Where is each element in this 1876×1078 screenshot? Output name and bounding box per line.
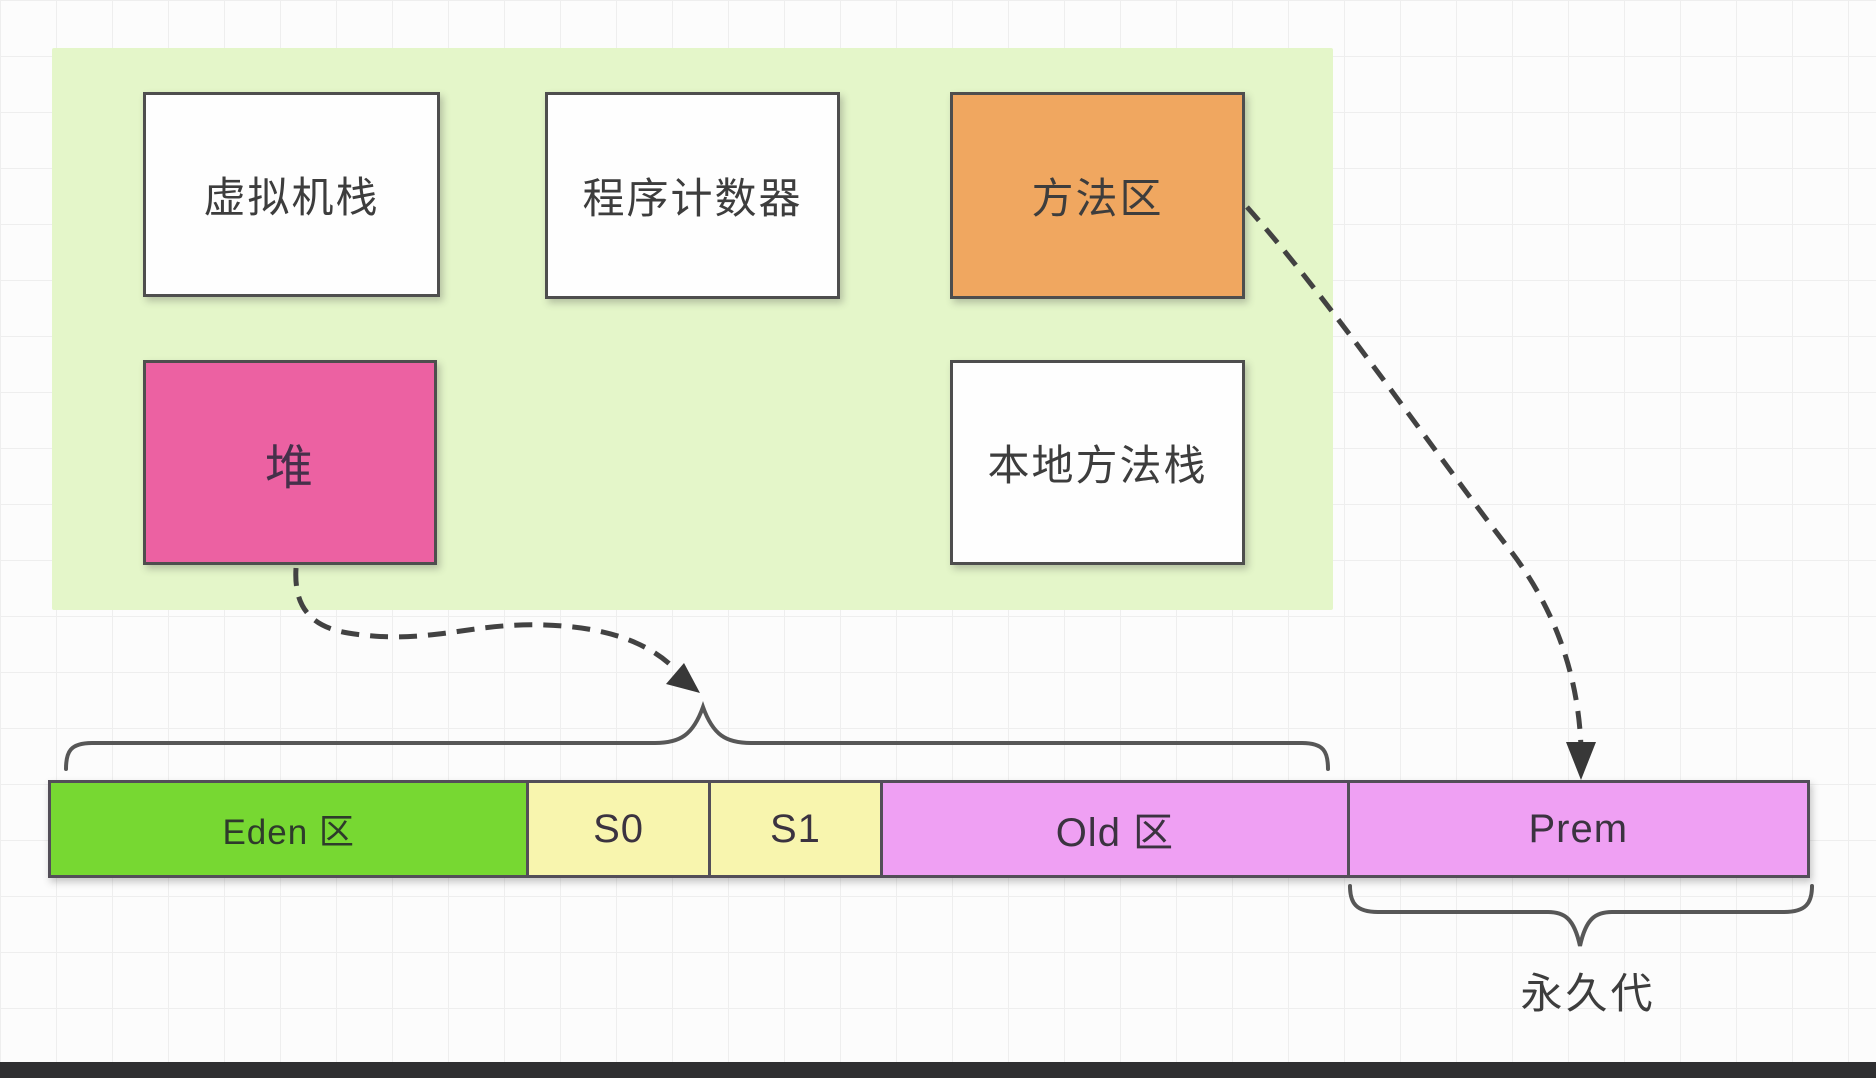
box-program-counter-label: 程序计数器 bbox=[582, 175, 803, 222]
bottom-black-strip bbox=[0, 1062, 1876, 1078]
box-vm-stack: 虚拟机栈 bbox=[143, 92, 440, 297]
box-heap: 堆 bbox=[143, 360, 437, 565]
perm-generation-label: 永久代 bbox=[1520, 969, 1656, 1017]
segment-eden-label: Eden 区 bbox=[222, 812, 355, 852]
heap-arrowhead-icon bbox=[666, 663, 700, 693]
box-vm-stack-label: 虚拟机栈 bbox=[203, 174, 380, 221]
box-program-counter: 程序计数器 bbox=[545, 92, 840, 299]
segment-prem-label: Prem bbox=[1528, 806, 1629, 851]
box-method-area: 方法区 bbox=[950, 92, 1245, 299]
segment-s1: S1 bbox=[707, 783, 881, 875]
box-native-method-stack-label: 本地方法栈 bbox=[987, 442, 1208, 489]
segment-eden: Eden 区 bbox=[51, 783, 527, 875]
segment-s0: S0 bbox=[526, 783, 708, 875]
young-old-brace bbox=[64, 701, 1330, 771]
segment-s1-label: S1 bbox=[769, 806, 821, 851]
segment-s0-label: S0 bbox=[593, 806, 644, 851]
perm-generation-brace bbox=[1348, 884, 1814, 947]
method-area-arrowhead-icon bbox=[1566, 742, 1596, 780]
segment-old: Old 区 bbox=[880, 783, 1347, 875]
box-native-method-stack: 本地方法栈 bbox=[950, 360, 1245, 565]
box-heap-label: 堆 bbox=[264, 441, 315, 495]
box-method-area-label: 方法区 bbox=[1031, 175, 1164, 222]
segment-old-label: Old 区 bbox=[1055, 811, 1175, 855]
heap-generations-bar: Eden 区 S0 S1 Old 区 Prem bbox=[48, 780, 1810, 878]
segment-prem: Prem bbox=[1346, 783, 1807, 875]
